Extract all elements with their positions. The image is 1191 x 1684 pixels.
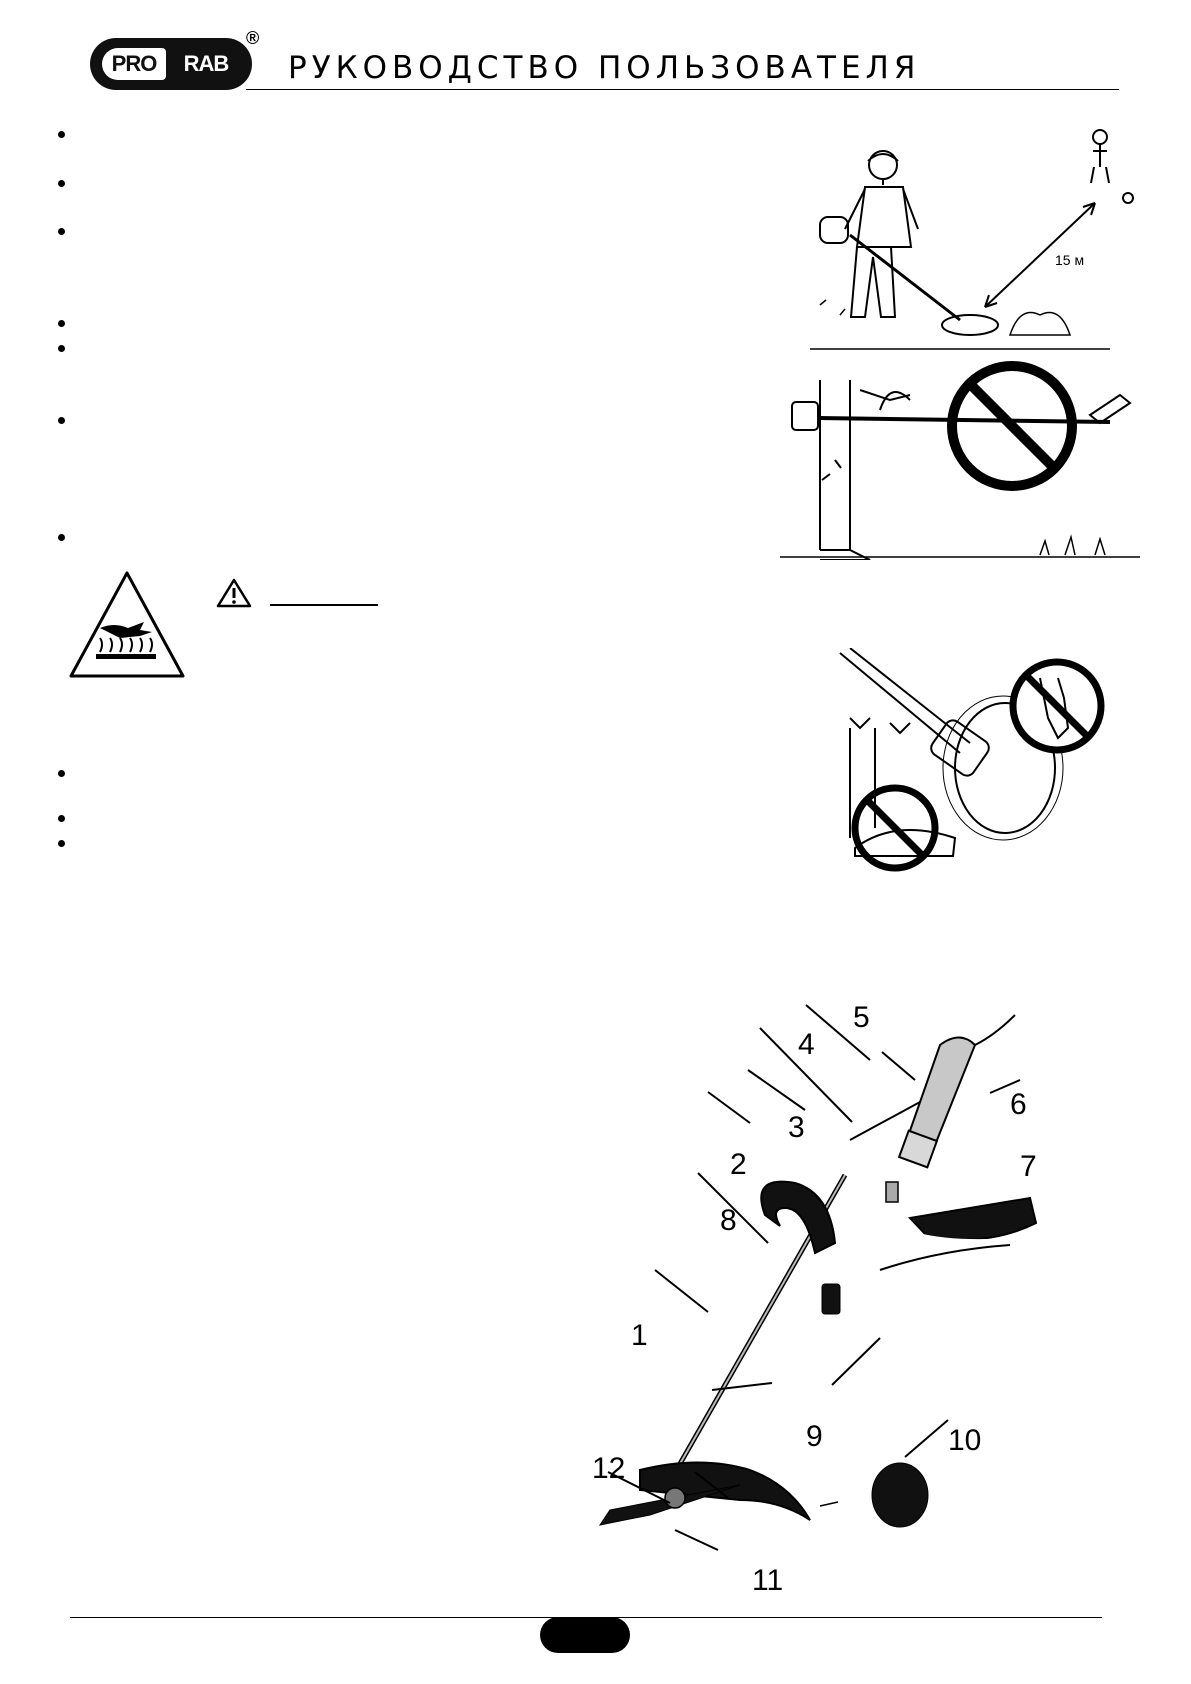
- callout-5: 5: [853, 1001, 870, 1034]
- bullet-point: [58, 534, 65, 541]
- keep-hands-feet-away-illustration: [839, 648, 1105, 872]
- trimmer-parts-diagram: 1 2 3 4 5 6 7 8 9 10 11 12: [592, 1001, 1038, 1597]
- registered-mark: ®: [246, 28, 260, 48]
- prohibited-use-illustration: [780, 361, 1140, 560]
- page-number-badge: [540, 1617, 630, 1653]
- hot-surface-warning-icon: [69, 571, 185, 678]
- header-divider: [246, 89, 1119, 90]
- bullet-point: [58, 131, 65, 138]
- bullet-point: [58, 840, 65, 847]
- callout-8: 8: [720, 1204, 737, 1237]
- bullet-point: [58, 770, 65, 777]
- bullet-point: [58, 417, 65, 424]
- callout-12: 12: [592, 1452, 625, 1485]
- callout-6: 6: [1010, 1088, 1027, 1121]
- prorab-logo: PRO RAB: [90, 38, 252, 90]
- callout-4: 4: [798, 1028, 815, 1061]
- hand-prohibition-icon: [1009, 658, 1105, 754]
- callout-2: 2: [730, 1148, 747, 1181]
- bullet-point: [58, 345, 65, 352]
- callout-3: 3: [788, 1111, 805, 1144]
- prohibition-sign-icon: [947, 361, 1077, 491]
- bullet-point: [58, 228, 65, 235]
- callout-9: 9: [806, 1420, 823, 1453]
- callout-10: 10: [948, 1424, 981, 1457]
- page-title: РУКОВОДСТВО ПОЛЬЗОВАТЕЛЯ: [288, 50, 921, 86]
- bullet-point: [58, 320, 65, 327]
- callout-7: 7: [1020, 1150, 1037, 1183]
- callout-1: 1: [631, 1319, 648, 1352]
- logo-pro-text: PRO: [102, 48, 166, 80]
- bullet-point: [58, 815, 65, 822]
- warning-heading-underline: [270, 604, 378, 606]
- warning-triangle-icon: [216, 578, 252, 608]
- logo-rab-text: RAB: [183, 51, 230, 76]
- bullet-point: [58, 180, 65, 187]
- safety-distance-illustration: 15 м: [810, 129, 1134, 350]
- callout-11: 11: [752, 1564, 783, 1597]
- distance-label: 15 м: [1055, 252, 1084, 268]
- foot-prohibition-icon: [851, 784, 957, 872]
